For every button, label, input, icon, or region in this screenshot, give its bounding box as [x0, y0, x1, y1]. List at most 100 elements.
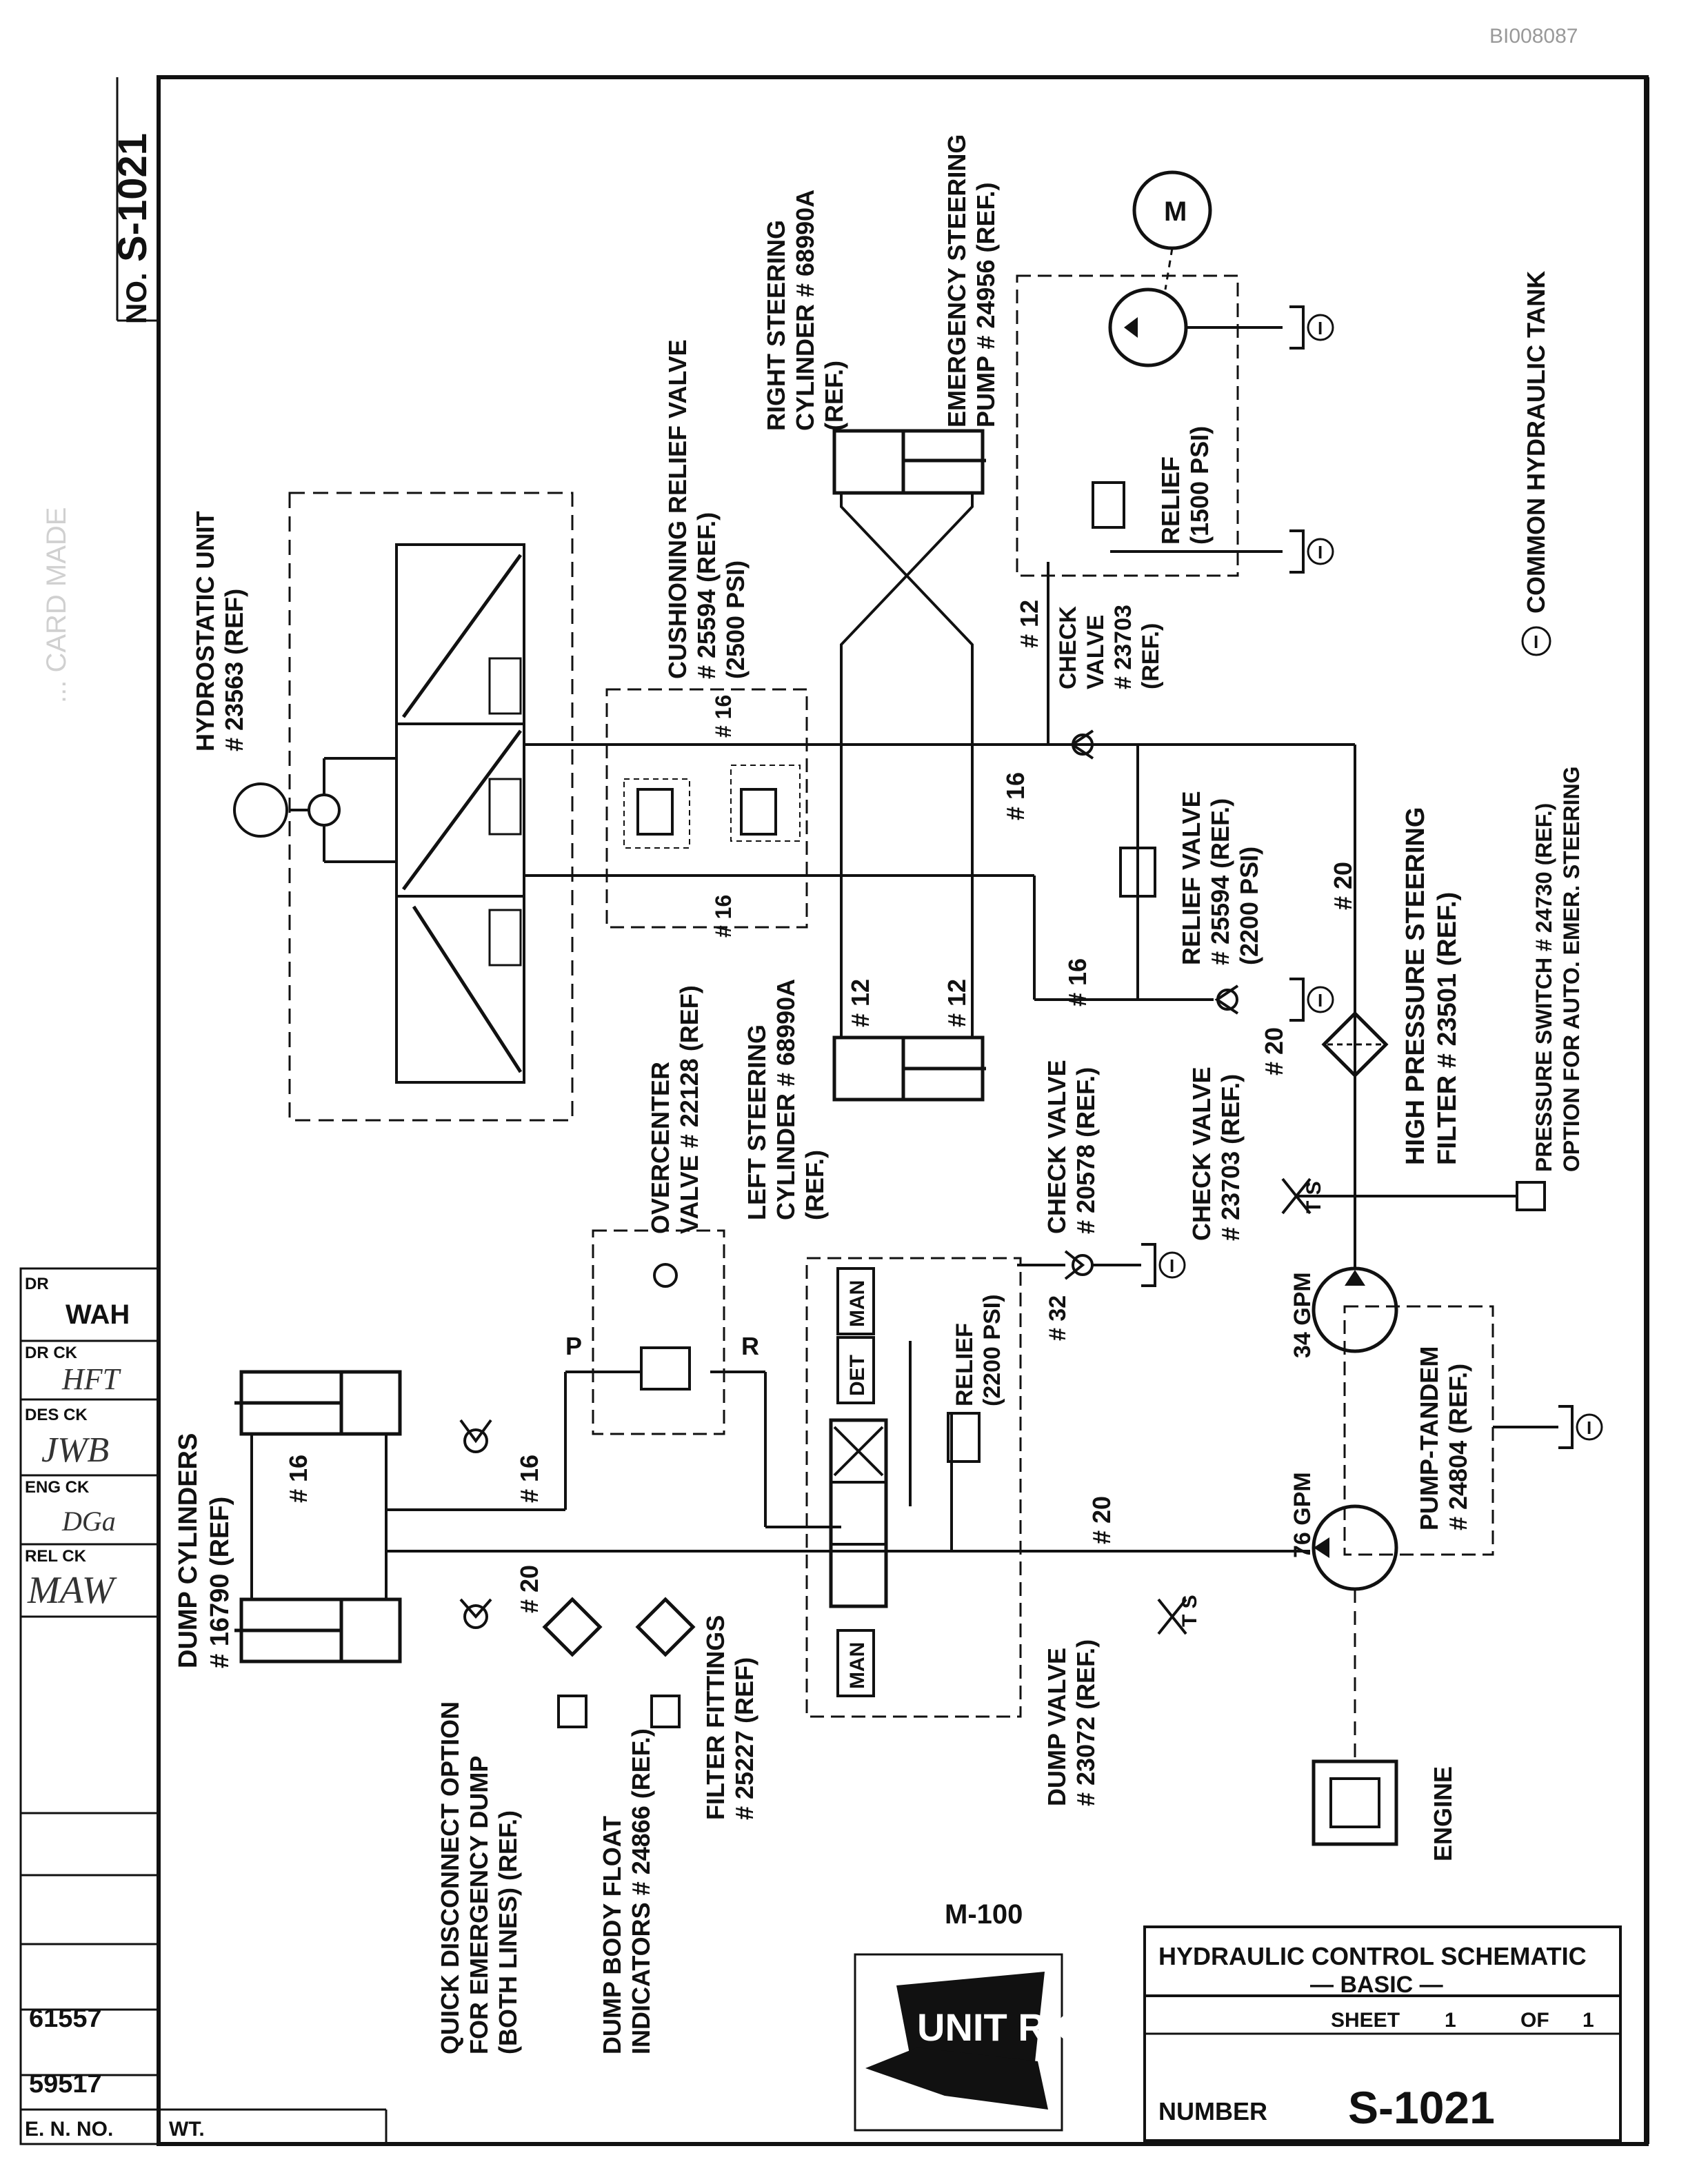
model-label: M-100: [945, 1899, 1023, 1930]
svg-text:# 25594 (REF.): # 25594 (REF.): [692, 512, 721, 679]
check-20578-label: CHECK VALVE # 20578 (REF.): [1043, 1060, 1100, 1234]
svg-text:NO.: NO.: [120, 272, 152, 324]
svg-text:(2200 PSI): (2200 PSI): [1235, 847, 1263, 965]
svg-text:FOR EMERGENCY DUMP: FOR EMERGENCY DUMP: [465, 1756, 493, 2054]
port-p-label: P: [565, 1332, 582, 1360]
svg-text:EMERGENCY STEERING: EMERGENCY STEERING: [943, 134, 971, 427]
svg-text:(BOTH LINES) (REF.): (BOTH LINES) (REF.): [494, 1810, 522, 2054]
svg-text:DUMP CYLINDERS: DUMP CYLINDERS: [174, 1433, 203, 1668]
check-valve-23703-lower: I: [1214, 978, 1334, 1022]
svg-text:FILTER FITTINGS: FILTER FITTINGS: [701, 1615, 730, 1820]
svg-text:CHECK VALVE: CHECK VALVE: [1187, 1066, 1216, 1241]
svg-text:FILTER # 23501 (REF.): FILTER # 23501 (REF.): [1433, 892, 1462, 1165]
steering-pressure-lines: [524, 562, 1356, 1268]
svg-text:(REF.): (REF.): [1138, 623, 1164, 689]
svg-text:INDICATORS # 24866 (REF.): INDICATORS # 24866 (REF.): [627, 1728, 655, 2054]
svg-text:MAN: MAN: [846, 1280, 869, 1327]
title-block: HYDRAULIC CONTROL SCHEMATIC — BASIC — SH…: [1143, 1925, 1622, 2142]
gpm-76-label: 76 GPM: [1289, 1472, 1316, 1558]
unit-rig-logo: UNIT RIG: [854, 1953, 1087, 2132]
svg-text:# 24804 (REF.): # 24804 (REF.): [1444, 1364, 1472, 1530]
svg-text:76 GPM: 76 GPM: [1289, 1472, 1316, 1558]
relief-1500-label: RELIEF (1500 PSI): [1156, 426, 1214, 545]
quick-disconnect-couplers: [459, 1419, 492, 1629]
svg-text:CHECK: CHECK: [1055, 606, 1081, 689]
line-labels-steering: # 16 # 16 # 12 # 12 # 12 # 16 # 16 # 20 …: [711, 600, 1357, 1075]
svg-text:34 GPM: 34 GPM: [1289, 1272, 1316, 1358]
svg-text:REL CK: REL CK: [25, 1547, 87, 1566]
hydrostatic-unit: [233, 492, 574, 1122]
right-steering-cylinder: [832, 429, 986, 495]
subtitle-text: — BASIC —: [1310, 1972, 1443, 1998]
svg-text:# 16: # 16: [711, 895, 736, 938]
svg-text:QUICK DISCONNECT OPTION: QUICK DISCONNECT OPTION: [436, 1701, 464, 2054]
svg-text:# 20: # 20: [1329, 862, 1357, 910]
svg-text:I: I: [1318, 318, 1323, 338]
hp-filter-label: HIGH PRESSURE STEERING FILTER # 23501 (R…: [1401, 807, 1462, 1165]
svg-text:OPTION FOR AUTO. EMER. STEERIN: OPTION FOR AUTO. EMER. STEERING: [1559, 767, 1584, 1172]
svg-text:61557: 61557: [29, 2004, 102, 2033]
approval-block: DR WAH DR CK HFT DES CK JWB ENG CK DGa R…: [19, 1267, 388, 2145]
test-port-steering: T S: [1281, 1177, 1355, 1215]
svg-text:COMMON HYDRAULIC TANK: COMMON HYDRAULIC TANK: [1522, 271, 1550, 614]
document-id: BI008087: [1489, 25, 1578, 48]
high-pressure-filter: [1321, 1011, 1389, 1078]
sheet-value: 1: [1445, 2009, 1456, 2032]
svg-text:I: I: [1534, 631, 1538, 652]
svg-text:PRESSURE SWITCH # 24730 (REF.): PRESSURE SWITCH # 24730 (REF.): [1531, 803, 1556, 1172]
dump-cylinders: [234, 1370, 402, 1664]
common-tank-legend: COMMON HYDRAULIC TANK: [1522, 271, 1550, 614]
pressure-switch: [1355, 1181, 1546, 1211]
check-valve-lower-label: CHECK VALVE # 23703 (REF.): [1187, 1066, 1245, 1241]
svg-text:E. N. NO.: E. N. NO.: [25, 2118, 113, 2141]
pump-tandem-label: PUMP-TANDEM # 24804 (REF.): [1415, 1346, 1472, 1530]
svg-text:CYLINDER # 68990A: CYLINDER # 68990A: [772, 979, 800, 1220]
svg-text:DES CK: DES CK: [25, 1406, 88, 1424]
svg-text:T S: T S: [1178, 1595, 1201, 1627]
svg-text:DET: DET: [846, 1355, 869, 1396]
hydrostatic-unit-label: HYDROSTATIC UNIT # 23563 (REF): [191, 511, 248, 751]
title-text: HYDRAULIC CONTROL SCHEMATIC: [1158, 1942, 1587, 1970]
dump-relief-label: RELIEF (2200 PSI): [952, 1294, 1005, 1406]
left-steering-label: LEFT STEERING CYLINDER # 68990A (REF.): [743, 979, 829, 1220]
relief-2200-label: RELIEF VALVE # 25594 (REF.) (2200 PSI): [1177, 791, 1263, 965]
relief-valve-2200-steering: [1119, 847, 1156, 898]
svg-text:I: I: [1318, 542, 1323, 563]
engine: [1312, 1759, 1398, 1846]
svg-text:ENGINE: ENGINE: [1429, 1766, 1457, 1861]
port-r-label: R: [741, 1332, 759, 1360]
svg-text:# 25594 (REF.): # 25594 (REF.): [1206, 798, 1234, 965]
float-indicator-label: DUMP BODY FLOAT INDICATORS # 24866 (REF.…: [598, 1728, 655, 2054]
svg-text:# 12: # 12: [943, 979, 971, 1027]
svg-text:DUMP VALVE: DUMP VALVE: [1043, 1648, 1071, 1806]
svg-text:# 23703 (REF.): # 23703 (REF.): [1216, 1074, 1245, 1241]
cushioning-relief-label: CUSHIONING RELIEF VALVE # 25594 (REF.) (…: [663, 339, 750, 679]
svg-text:PUMP-TANDEM: PUMP-TANDEM: [1415, 1346, 1443, 1530]
of-label: OF: [1520, 2009, 1549, 2032]
svg-text:JWB: JWB: [41, 1430, 109, 1470]
svg-text:# 16: # 16: [1001, 772, 1029, 820]
svg-text:# 20: # 20: [1260, 1027, 1288, 1075]
svg-text:DGa: DGa: [61, 1506, 116, 1537]
svg-text:RIGHT STEERING: RIGHT STEERING: [762, 220, 790, 431]
tank-symbol-relief: I: [1289, 529, 1334, 574]
dump-filters: [542, 1597, 696, 1728]
svg-text:# 16: # 16: [284, 1455, 312, 1503]
number-value: S-1021: [1348, 2082, 1495, 2133]
svg-text:PUMP # 24956 (REF.): PUMP # 24956 (REF.): [972, 183, 1000, 427]
svg-text:LEFT STEERING: LEFT STEERING: [743, 1024, 771, 1220]
svg-text:(REF.): (REF.): [820, 361, 848, 431]
dump-valve-man-top: MAN: [846, 1280, 869, 1327]
svg-text:# 32: # 32: [1045, 1295, 1071, 1341]
svg-text:T S: T S: [1303, 1181, 1325, 1213]
svg-text:MAW: MAW: [27, 1569, 117, 1612]
svg-text:# 16: # 16: [515, 1455, 543, 1503]
svg-text:(REF.): (REF.): [801, 1150, 829, 1220]
check-valve-20578: I: [1064, 1243, 1186, 1287]
svg-text:59517: 59517: [29, 2070, 102, 2099]
filter-fittings-label: FILTER FITTINGS # 25227 (REF): [701, 1615, 758, 1820]
card-made-stamp: ... CARD MADE: [41, 507, 72, 703]
line-labels-dump: # 16 # 16 # 20 # 20 # 32: [284, 1295, 1116, 1613]
